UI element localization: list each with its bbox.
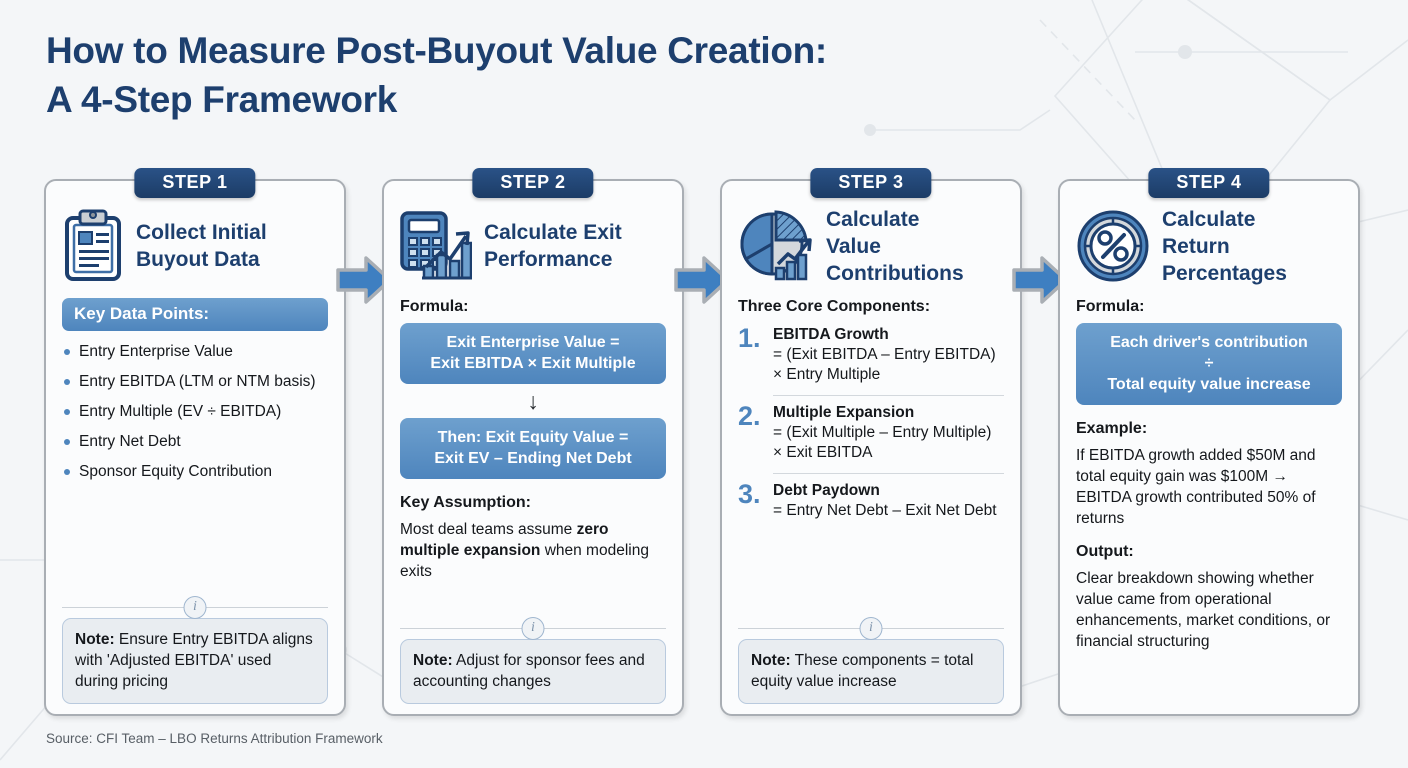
step-1-bullet-list: Entry Enterprise Value Entry EBITDA (LTM… [62, 341, 328, 491]
step-1-heading-line-2: Buyout Data [136, 248, 260, 271]
list-item: Sponsor Equity Contribution [62, 461, 328, 482]
source-note: Source: CFI Team – LBO Returns Attributi… [46, 731, 383, 746]
info-icon: i [859, 617, 883, 640]
step-3-components-label: Three Core Components: [738, 298, 931, 315]
arrow-step2-to-step3-icon [674, 256, 730, 304]
step-3-badge: STEP 3 [810, 168, 932, 198]
assumption-post: when modeling exits [400, 542, 649, 580]
step-2-header: Calculate Exit Performance [400, 204, 666, 288]
formula-line: Total equity value increase [1107, 376, 1311, 393]
component-formula: = (Exit EBITDA – Entry EBITDA) × Entry M… [773, 346, 996, 383]
step-1-note: i Note: Ensure Entry EBITDA aligns with … [62, 593, 328, 704]
list-item: Entry Net Debt [62, 431, 328, 452]
step-1-badge: STEP 1 [134, 168, 256, 198]
pie-chart-icon [738, 208, 814, 284]
note-label: Note: [75, 631, 115, 648]
step-2-assumption-label: Key Assumption: [400, 494, 531, 511]
component-title: Debt Paydown [773, 482, 880, 499]
step-2-note: i Note: Adjust for sponsor fees and acco… [400, 614, 666, 704]
step-2-formula-label: Formula: [400, 298, 469, 315]
connector-gap-2 [674, 168, 730, 716]
steps-row: STEP 1 [0, 168, 1408, 716]
list-item: Entry Multiple (EV ÷ EBITDA) [62, 401, 328, 422]
assumption-bold: zero multiple expansion [400, 521, 609, 559]
component-number: 2. [738, 401, 761, 431]
list-item: Entry EBITDA (LTM or NTM basis) [62, 371, 328, 392]
component-divider [773, 473, 1004, 474]
connector-gap-3 [1012, 168, 1068, 716]
percent-circle-icon [1076, 209, 1150, 283]
component-item-2: 2. Multiple Expansion = (Exit Multiple –… [738, 401, 1004, 468]
note-box: Note: Adjust for sponsor fees and accoun… [400, 639, 666, 704]
step-4-heading-line-3: Percentages [1162, 261, 1287, 285]
step-2-heading-line-2: Performance [484, 248, 613, 271]
arrow-step1-to-step2-icon [336, 256, 392, 304]
component-title: Multiple Expansion [773, 404, 915, 421]
step-card-4[interactable]: STEP 4 [1058, 168, 1360, 716]
step-card-1[interactable]: STEP 1 [44, 168, 346, 716]
step-4-formula-box: Each driver's contribution ÷ Total equit… [1076, 323, 1342, 405]
info-icon: i [183, 596, 207, 619]
step-1-header: Collect Initial Buyout Data [62, 204, 328, 288]
component-formula: = (Exit Multiple – Entry Multiple) × Exi… [773, 424, 992, 461]
step-3-heading: Calculate Value Contributions [826, 206, 964, 287]
step-3-heading-line-3: Contributions [826, 261, 964, 285]
step-1-heading: Collect Initial Buyout Data [136, 219, 267, 273]
component-item-3: 3. Debt Paydown = Entry Net Debt – Exit … [738, 479, 1004, 526]
formula-divide-symbol: ÷ [1204, 355, 1214, 372]
step-3-header: Calculate Value Contributions [738, 204, 1004, 288]
calculator-chart-icon [400, 209, 473, 283]
component-title: EBITDA Growth [773, 326, 889, 343]
note-label: Note: [413, 652, 453, 669]
note-box: Note: Ensure Entry EBITDA aligns with 'A… [62, 618, 328, 704]
step-2-assumption-text: Most deal teams assume zero multiple exp… [400, 519, 666, 582]
note-label: Note: [751, 652, 791, 669]
step-2-formula-box-2: Then: Exit Equity Value = Exit EV – Endi… [400, 418, 666, 479]
assumption-pre: Most deal teams assume [400, 521, 577, 538]
step-card-3[interactable]: STEP 3 [720, 168, 1022, 716]
step-4-heading: Calculate Return Percentages [1162, 206, 1287, 287]
step-4-heading-line-2: Return [1162, 234, 1230, 258]
step-4-output-label: Output: [1076, 543, 1134, 560]
note-box: Note: These components = total equity va… [738, 639, 1004, 704]
component-divider [773, 395, 1004, 396]
step-4-header: Calculate Return Percentages [1076, 204, 1342, 288]
component-item-1: 1. EBITDA Growth = (Exit EBITDA – Entry … [738, 323, 1004, 390]
step-1-heading-line-1: Collect Initial [136, 221, 267, 244]
formula-line: Exit EBITDA × Exit Multiple [430, 355, 636, 372]
step-1-banner: Key Data Points: [62, 298, 328, 331]
step-4-output-text: Clear breakdown showing whether value ca… [1076, 570, 1331, 650]
component-number: 3. [738, 479, 761, 509]
step-4-example-label: Example: [1076, 420, 1148, 437]
step-3-heading-line-2: Value [826, 234, 881, 258]
down-arrow-icon: ↓ [527, 388, 539, 414]
component-number: 1. [738, 323, 761, 353]
connector-gap-1 [336, 168, 392, 716]
step-2-heading-line-1: Calculate Exit [484, 221, 622, 244]
step-4-example-text: If EBITDA growth added $50M and total eq… [1076, 447, 1316, 527]
step-4-heading-line-1: Calculate [1162, 207, 1256, 231]
clipboard-icon [62, 209, 124, 283]
step-2-heading: Calculate Exit Performance [484, 219, 622, 273]
formula-line: Exit Enterprise Value = [446, 334, 620, 351]
step-2-formula-box-1: Exit Enterprise Value = Exit EBITDA × Ex… [400, 323, 666, 384]
info-icon: i [521, 617, 545, 640]
page-title-line-2: A 4-Step Framework [46, 79, 397, 120]
note-text: Adjust for sponsor fees and accounting c… [413, 652, 645, 690]
formula-line: Each driver's contribution [1110, 334, 1308, 351]
step-3-heading-line-1: Calculate [826, 207, 920, 231]
formula-line: Then: Exit Equity Value = [437, 429, 629, 446]
list-item: Entry Enterprise Value [62, 341, 328, 362]
step-4-badge: STEP 4 [1148, 168, 1270, 198]
page-title: How to Measure Post-Buyout Value Creatio… [46, 26, 827, 124]
step-card-2[interactable]: STEP 2 [382, 168, 684, 716]
component-formula: = Entry Net Debt – Exit Net Debt [773, 502, 997, 519]
step-4-formula-label: Formula: [1076, 298, 1145, 315]
arrow-step3-to-step4-icon [1012, 256, 1068, 304]
step-3-note: i Note: These components = total equity … [738, 614, 1004, 704]
step-2-badge: STEP 2 [472, 168, 594, 198]
page-title-line-1: How to Measure Post-Buyout Value Creatio… [46, 30, 827, 71]
formula-line: Exit EV – Ending Net Debt [434, 450, 632, 467]
